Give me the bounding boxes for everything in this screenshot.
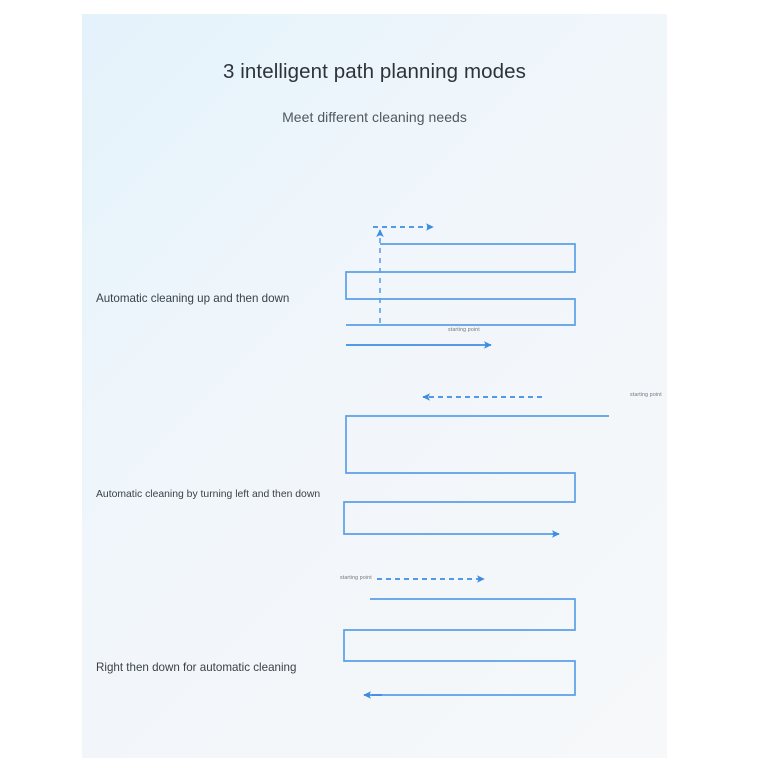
mode-label-left-then-down: Automatic cleaning by turning left and t… bbox=[96, 489, 321, 500]
mode-block-left-then-down: Automatic cleaning by turning left and t… bbox=[82, 389, 667, 559]
page-subtitle: Meet different cleaning needs bbox=[282, 109, 467, 125]
mode-label-right-then-down: Right then down for automatic cleaning bbox=[96, 661, 297, 674]
starting-point-label: starting point bbox=[340, 575, 372, 581]
path-diagram-up-then-down: starting point bbox=[337, 194, 667, 364]
mode-label-up-then-down: Automatic cleaning up and then down bbox=[96, 292, 290, 305]
path-diagram-right-then-down: starting point bbox=[337, 566, 667, 746]
starting-point-label: starting point bbox=[448, 327, 480, 333]
mode-block-up-then-down: Automatic cleaning up and then down bbox=[82, 194, 667, 364]
page-title: 3 intelligent path planning modes bbox=[222, 60, 527, 83]
starting-point-label: starting point bbox=[630, 392, 662, 398]
infographic-page: 3 intelligent path planning modes Meet d… bbox=[82, 14, 667, 758]
path-diagram-left-then-down: starting point bbox=[337, 389, 667, 559]
mode-block-right-then-down: Right then down for automatic cleaning bbox=[82, 566, 667, 746]
